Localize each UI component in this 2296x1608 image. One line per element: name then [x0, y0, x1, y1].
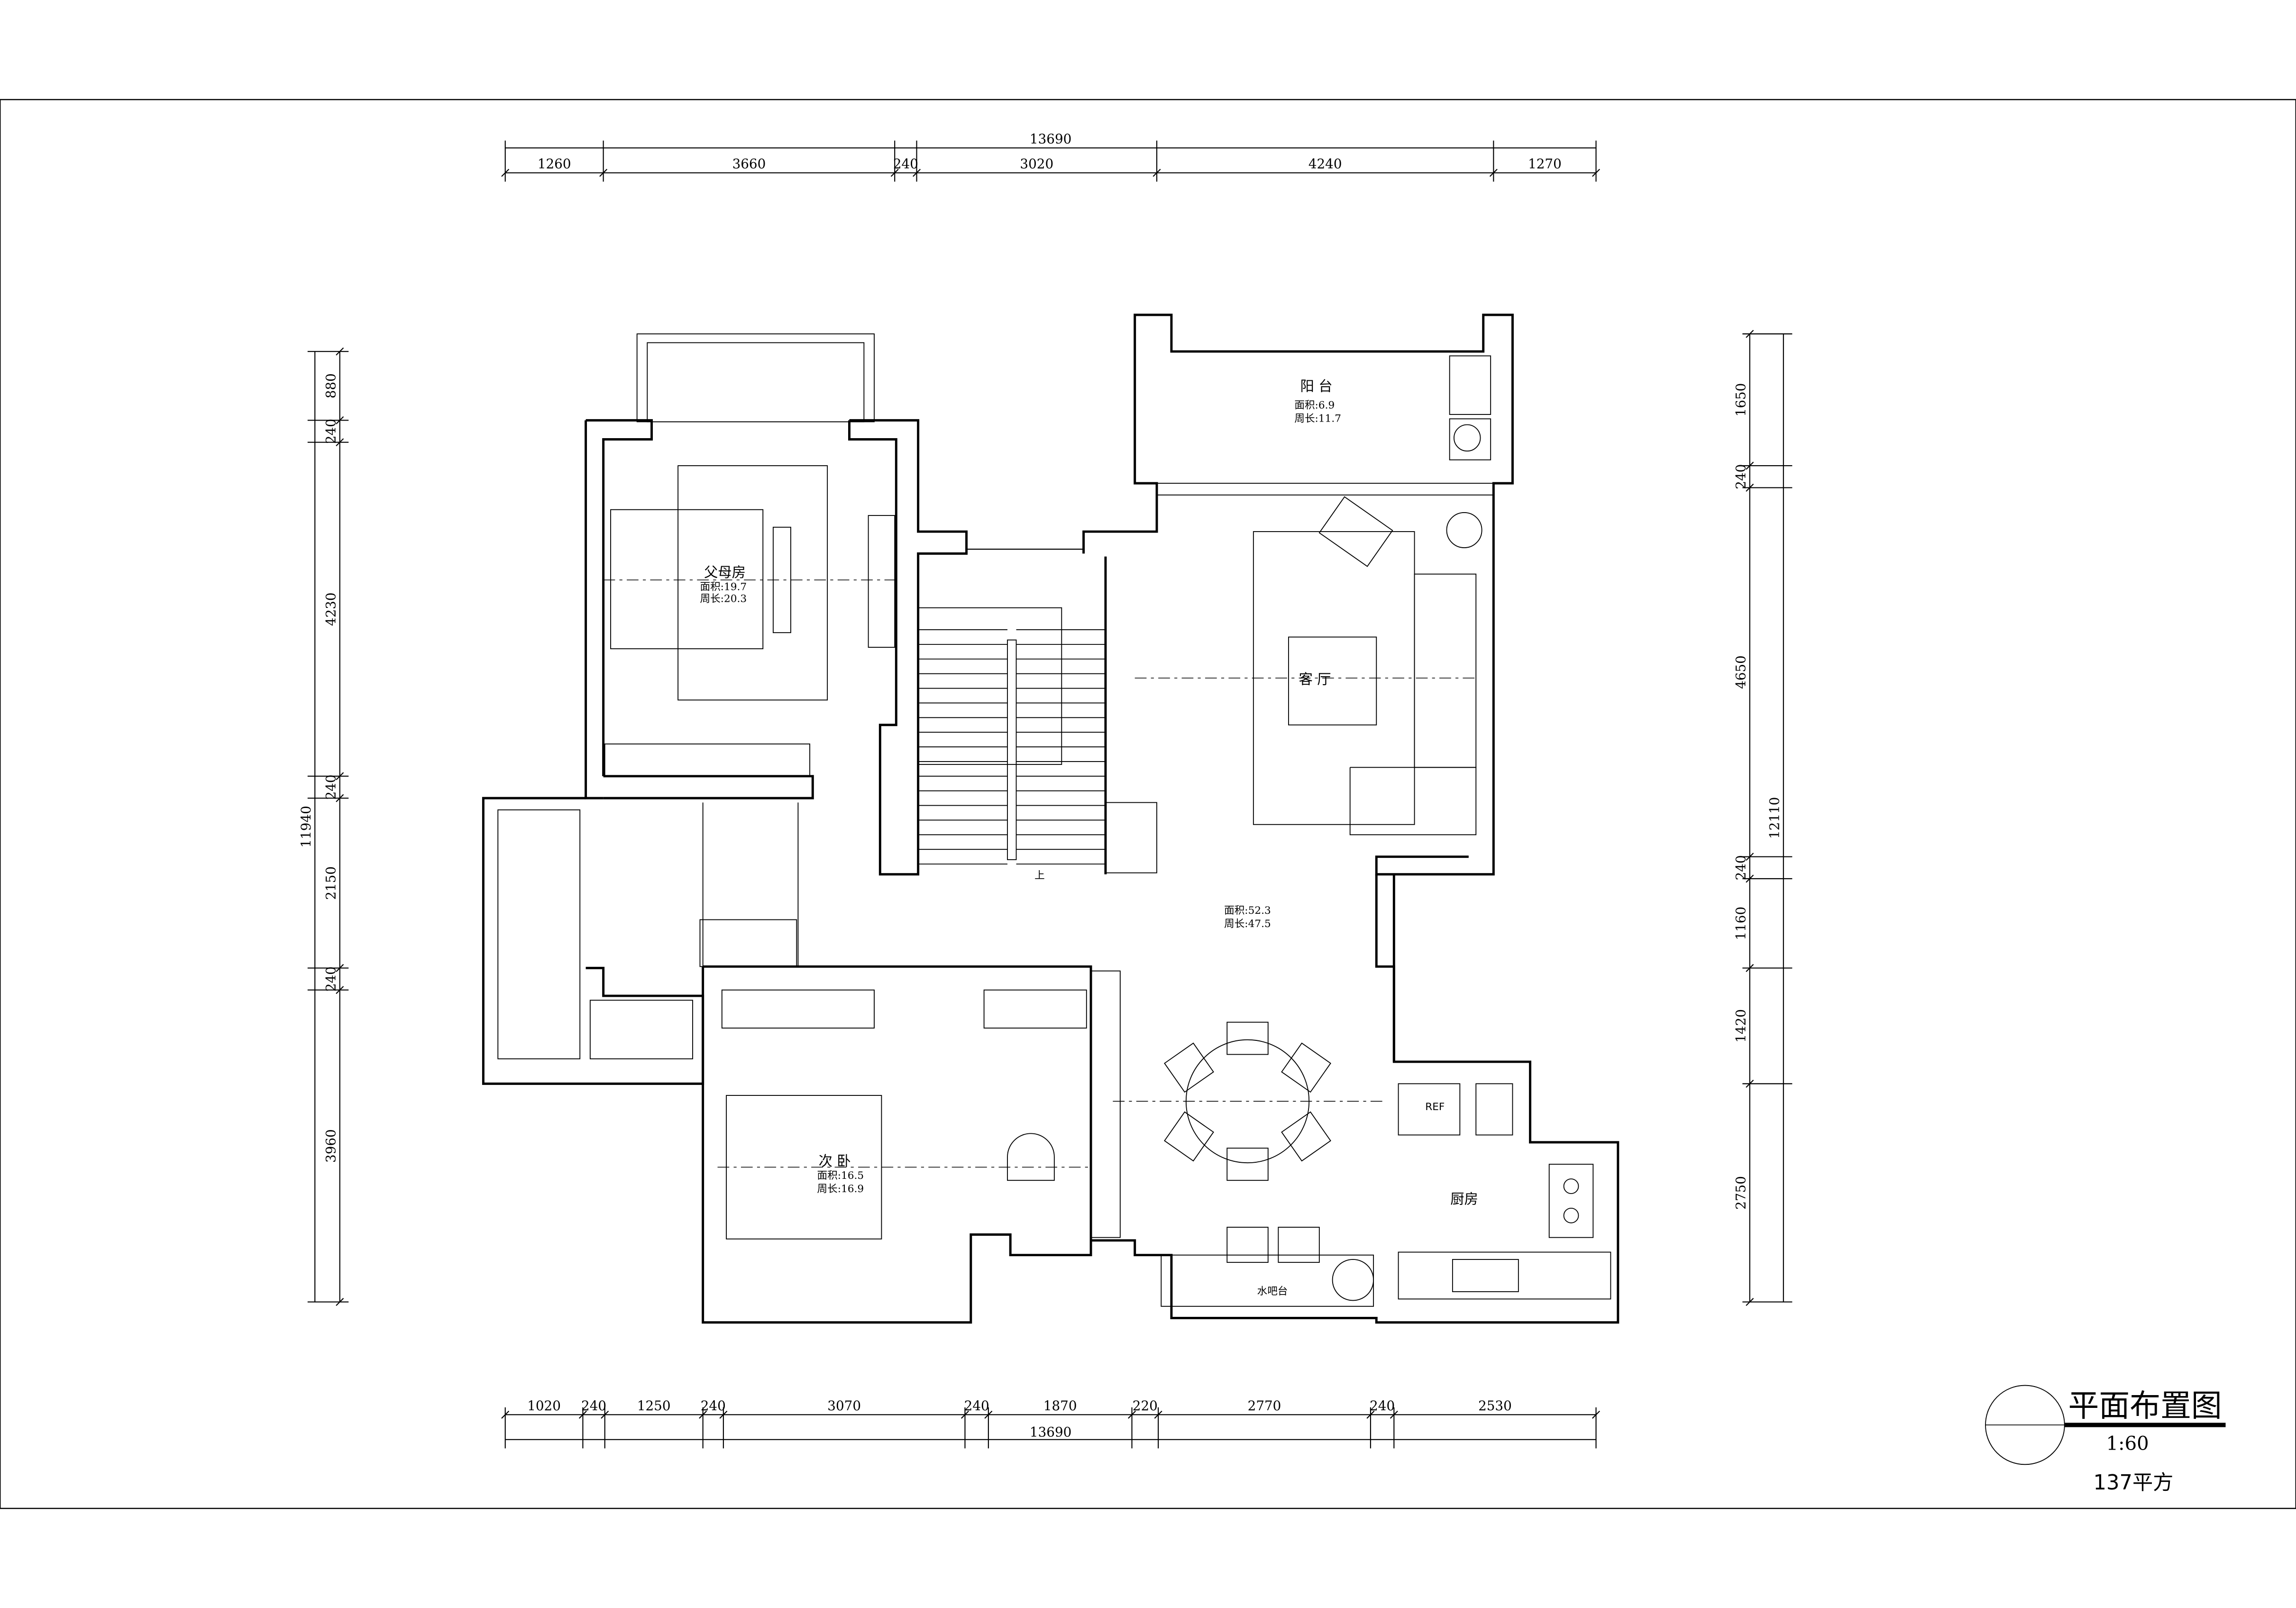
dimension-segment: 240	[323, 419, 338, 444]
dimension-segment: 4230	[323, 592, 338, 626]
room-second-bedroom: 次 卧 面积:16.5 周长:16.9	[817, 1153, 864, 1195]
water-bar-label: 水吧台	[1257, 1286, 1288, 1297]
dimension-top: 1260 3660 240 3020 4240 1270 13690	[501, 131, 1601, 182]
drawing-frame	[0, 99, 2296, 1509]
dimension-segment: 4240	[1308, 156, 1342, 172]
dimension-segment: 3020	[1020, 156, 1053, 172]
dimension-segment: 240	[893, 156, 918, 172]
dimension-bottom: 1020 240 1250 240 3070 240 1870 220 2770 240 2530 1…	[501, 1398, 1601, 1449]
room-kitchen-name: 厨房	[1450, 1191, 1478, 1207]
dimension-segment: 240	[323, 966, 338, 992]
dimension-segment: 240	[323, 774, 338, 799]
room-balcony: 阳 台 面积:6.9 周长:11.7	[1294, 378, 1341, 425]
dimension-segment: 2770	[1248, 1398, 1281, 1414]
dimension-segment: 2150	[323, 866, 338, 900]
room-living: 客 厅 面积:52.3 周长:47.5	[1224, 671, 1331, 930]
dimension-segment: 220	[1133, 1398, 1158, 1414]
dimension-segment: 2530	[1478, 1398, 1512, 1414]
dimension-segment: 1870	[1043, 1398, 1077, 1414]
dimension-segment: 240	[1733, 855, 1749, 880]
dimension-segment: 240	[581, 1398, 606, 1414]
drawing-title: 平面布置图	[2068, 1388, 2222, 1424]
total-area: 137平方	[2093, 1471, 2173, 1495]
dimension-total: 13690	[1030, 131, 1071, 147]
dimension-segment: 3960	[323, 1129, 338, 1163]
dimension-total: 12110	[1767, 797, 1783, 839]
room-name: 阳 台	[1300, 378, 1333, 395]
room-perimeter: 周长:20.3	[700, 593, 747, 605]
dimension-segment: 3660	[732, 156, 766, 172]
dimension-segment: 1650	[1733, 383, 1749, 417]
room-perimeter: 周长:16.9	[817, 1183, 864, 1195]
dimension-segment: 240	[1733, 464, 1749, 489]
refrigerator-label: REF	[1425, 1101, 1445, 1113]
dimension-segment: 240	[1370, 1398, 1395, 1414]
dimension-right: 1650 240 4650 240 1160 1420 2750 12110	[1733, 330, 1793, 1306]
dimension-segment: 1020	[527, 1398, 561, 1414]
dimension-segment: 1160	[1733, 907, 1749, 940]
dimension-total: 13690	[1030, 1424, 1071, 1440]
dimension-segment: 1250	[637, 1398, 671, 1414]
room-parents: 父母房 面积:19.7 周长:20.3	[700, 564, 747, 605]
dimension-segment: 1260	[538, 156, 571, 172]
dimension-segment: 1270	[1528, 156, 1562, 172]
room-name: 父母房	[704, 564, 746, 580]
dimension-segment: 240	[701, 1398, 726, 1414]
dimension-segment: 240	[964, 1398, 989, 1414]
room-area: 面积:52.3	[1224, 905, 1271, 917]
dimension-segment: 2750	[1733, 1176, 1749, 1210]
room-perimeter: 周长:47.5	[1224, 918, 1271, 930]
dimension-segment: 3070	[827, 1398, 861, 1414]
room-area: 面积:16.5	[817, 1170, 864, 1182]
dimension-segment: 4650	[1733, 655, 1749, 689]
room-area: 面积:6.9	[1294, 400, 1335, 412]
dimension-segment: 880	[323, 373, 338, 398]
walls	[482, 313, 1619, 1324]
dimension-left: 880 240 4230 240 2150 240 3960 11940	[298, 347, 349, 1306]
room-area: 面积:19.7	[700, 581, 747, 593]
stairs-up-label: 上	[1034, 870, 1045, 882]
room-perimeter: 周长:11.7	[1294, 413, 1341, 424]
dimension-segment: 1420	[1733, 1009, 1749, 1043]
room-name: 次 卧	[819, 1153, 851, 1169]
drawing-scale: 1:60	[2106, 1433, 2149, 1454]
dimension-total: 11940	[298, 806, 314, 847]
room-name: 客 厅	[1299, 671, 1331, 687]
title-block: 平面布置图 1:60 137平方	[1985, 1385, 2226, 1495]
